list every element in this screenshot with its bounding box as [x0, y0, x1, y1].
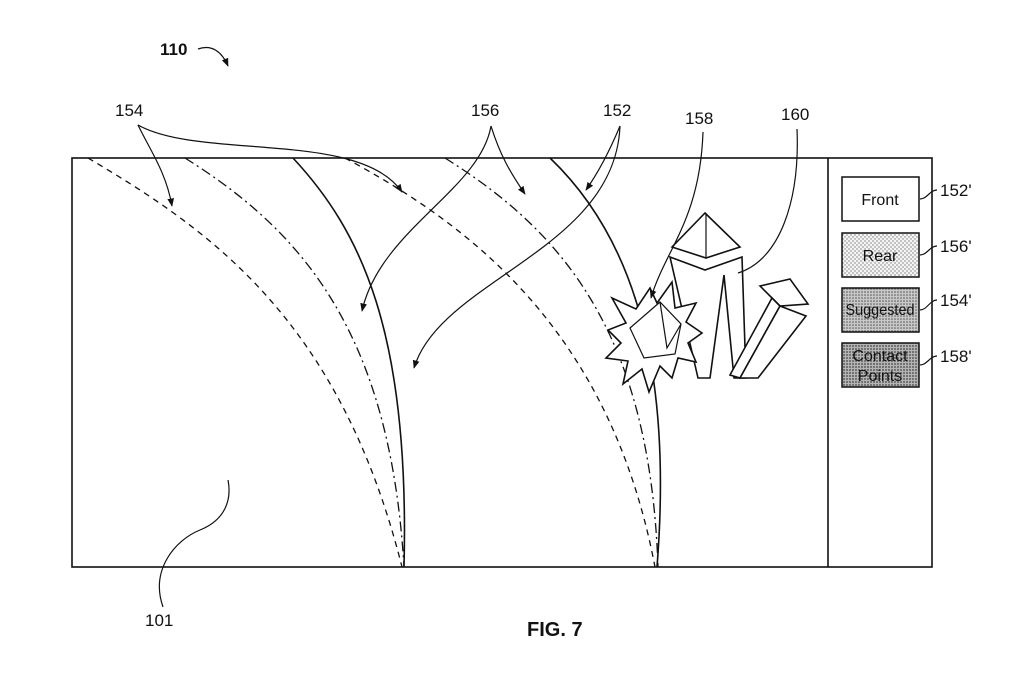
front-button[interactable]: Front	[842, 177, 919, 221]
contact-points-button-label-line1: Contact	[852, 348, 908, 365]
label-160: 160	[781, 105, 809, 124]
label-158: 158	[685, 109, 713, 128]
contact-points-button-label-line2: Points	[858, 368, 902, 385]
leader-156-a	[491, 126, 525, 194]
rear-path-right	[445, 158, 658, 567]
leader-156-prime	[920, 246, 937, 255]
label-156: 156	[471, 101, 499, 120]
leader-154-prime	[920, 300, 937, 310]
label-152-prime: 152'	[940, 181, 972, 200]
rear-button-label: Rear	[863, 248, 898, 265]
leader-160	[738, 129, 797, 273]
figure-number-arrow	[198, 48, 228, 66]
front-button-label: Front	[861, 192, 899, 209]
label-101: 101	[145, 611, 173, 630]
suggested-button-label: Suggested	[846, 302, 915, 319]
contact-points-button[interactable]: Contact Points	[842, 343, 919, 387]
rear-button[interactable]: Rear	[842, 233, 919, 277]
label-154: 154	[115, 101, 143, 120]
label-156-prime: 156'	[940, 237, 972, 256]
leader-158-prime	[920, 356, 937, 365]
figure-number: 110	[160, 40, 187, 59]
leader-101	[159, 480, 229, 607]
leader-152-b	[414, 126, 620, 368]
rear-path-left	[185, 158, 404, 567]
suggested-path-left	[88, 158, 402, 567]
leader-154-a	[138, 125, 172, 206]
figure-caption: FIG. 7	[527, 619, 583, 641]
display-frame	[72, 158, 932, 567]
leader-156-b	[362, 126, 491, 311]
leader-152-prime	[920, 190, 937, 199]
label-154-prime: 154'	[940, 291, 972, 310]
suggested-button[interactable]: Suggested	[842, 288, 919, 332]
label-152: 152	[603, 101, 631, 120]
front-path-left	[293, 158, 404, 567]
label-158-prime: 158'	[940, 347, 972, 366]
